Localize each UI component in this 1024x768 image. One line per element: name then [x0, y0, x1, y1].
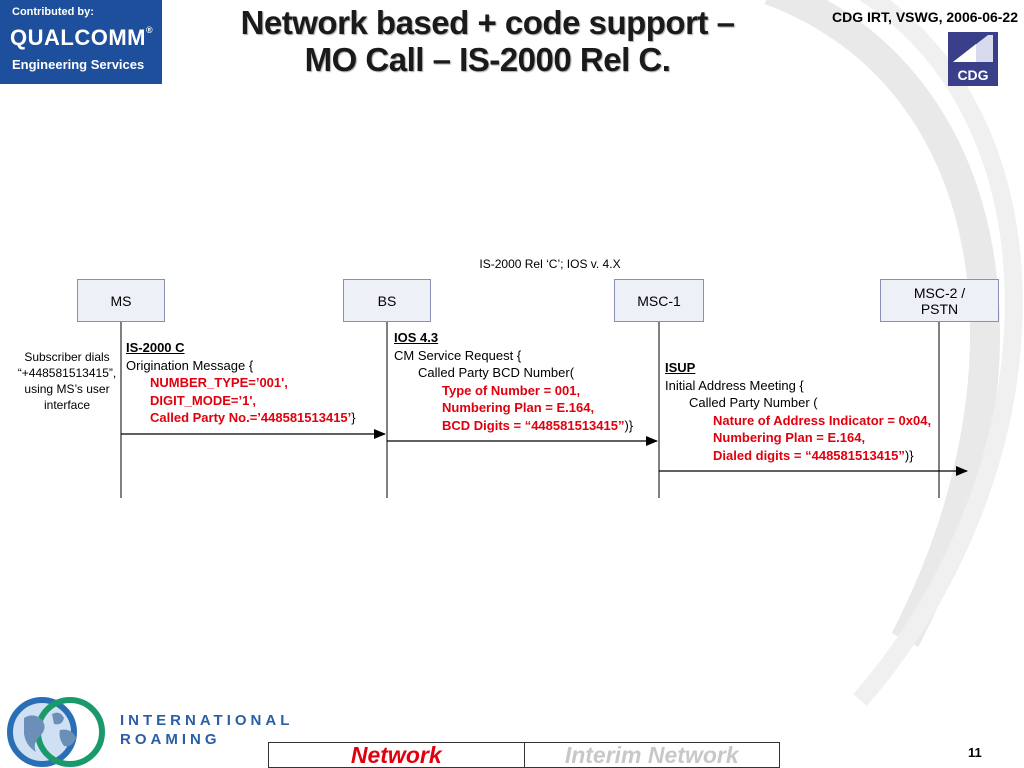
message-name: Initial Address Meeting {	[665, 377, 804, 393]
message-param: BCD Digits = “448581513415”	[442, 417, 625, 433]
contributed-by-label: Contributed by:	[12, 6, 94, 18]
message-closing: }	[351, 410, 356, 425]
message-param: Called Party No.=’448581513415’	[150, 410, 352, 425]
cdg-logo-text: CDG	[957, 67, 988, 83]
message-sub-element: Called Party Number (	[689, 395, 818, 410]
entity-msc2-pstn: MSC-2 / PSTN	[880, 279, 999, 322]
message-param: Numbering Plan = E.164,	[713, 430, 866, 445]
status-interim-network: Interim Network	[564, 741, 739, 768]
message-protocol: IOS 4.3	[394, 330, 439, 345]
message-protocol: ISUP	[665, 360, 696, 375]
entity-ms: MS	[77, 279, 165, 322]
version-label: IS-2000 Rel ‘C’; IOS v. 4.X	[479, 257, 621, 271]
message-closing: )}	[904, 447, 914, 463]
entity-msc1-label: MSC-1	[637, 292, 681, 309]
qualcomm-logo: QUALCOMM®	[10, 25, 153, 51]
entity-ms-label: MS	[110, 292, 132, 309]
subscriber-dial-note: Subscriber dials “+448581513415”, using …	[17, 350, 117, 412]
message-param: Dialed digits = “448581513415”	[713, 447, 905, 463]
international-roaming-globe-icon	[7, 697, 105, 767]
message-param: Numbering Plan = E.164,	[442, 400, 595, 415]
message-name: CM Service Request {	[394, 347, 522, 363]
entity-msc1: MSC-1	[614, 279, 704, 322]
cdg-logo: CDG	[948, 32, 998, 86]
message-protocol: IS-2000 C	[126, 340, 185, 355]
message-param: NUMBER_TYPE=’001',	[150, 375, 288, 390]
message-param: Nature of Address Indicator = 0x04,	[713, 412, 932, 428]
entity-bs-label: BS	[377, 292, 397, 309]
message-closing: )}	[624, 417, 634, 433]
registered-mark: ®	[145, 25, 154, 35]
entity-bs: BS	[343, 279, 431, 322]
message-initial-address: ISUP Initial Address Meeting { Called Pa…	[665, 359, 931, 464]
network-status-bar: Network Interim Network	[268, 742, 780, 768]
message-cm-service-request: IOS 4.3 CM Service Request { Called Part…	[394, 329, 633, 434]
company-brand-block: Contributed by: QUALCOMM® Engineering Se…	[0, 0, 162, 84]
message-sub-element: Called Party BCD Number(	[418, 365, 575, 380]
message-param: Type of Number = 001,	[442, 382, 581, 398]
message-origination: IS-2000 C Origination Message { NUMBER_T…	[126, 339, 356, 427]
message-param: DIGIT_MODE=’1',	[150, 392, 257, 408]
qualcomm-logo-text: QUALCOMM	[10, 25, 146, 50]
status-network: Network	[269, 742, 525, 768]
entity-msc2-label: MSC-2 / PSTN	[913, 284, 966, 317]
slide-title-line1: Network based + code support –	[240, 4, 735, 41]
message-name: Origination Message {	[126, 357, 254, 373]
international-roaming-wordmark: INTERNATIONAL ROAMING	[120, 711, 293, 749]
roaming-line2: ROAMING	[120, 731, 221, 748]
roaming-line1: INTERNATIONAL	[120, 712, 294, 729]
header-date: CDG IRT, VSWG, 2006-06-22	[832, 9, 1018, 25]
slide-title-line2: MO Call – IS-2000 Rel C.	[304, 41, 671, 78]
slide-title: Network based + code support – MO Call –…	[185, 4, 790, 78]
page-number: 11	[968, 745, 982, 760]
department-label: Engineering Services	[12, 57, 145, 72]
